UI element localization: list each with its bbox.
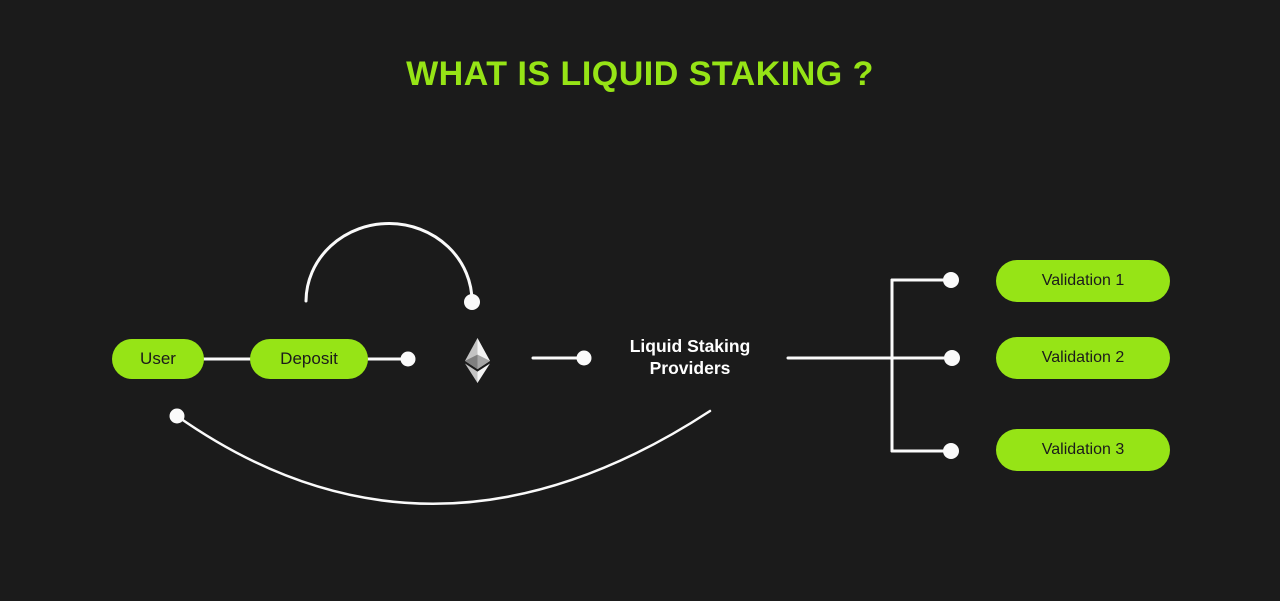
user-return-curve (175, 409, 712, 505)
ethereum-icon (465, 338, 490, 383)
node-validation-1: Validation 1 (996, 260, 1170, 302)
validation-3-dot (943, 443, 959, 459)
node-validation-3: Validation 3 (996, 429, 1170, 471)
arc-endpoint-dot (464, 294, 480, 310)
eth-providers-endpoint-dot (576, 350, 592, 366)
node-user: User (112, 339, 204, 379)
node-validation-2: Validation 2 (996, 337, 1170, 379)
user-return-dot (169, 408, 185, 424)
node-deposit: Deposit (250, 339, 368, 379)
validation-2-dot (944, 350, 960, 366)
deposit-return-arc (304, 222, 474, 304)
validation-1-dot (943, 272, 959, 288)
diagram-title: WHAT IS LIQUID STAKING ? (406, 55, 874, 93)
providers-label: Liquid Staking Providers (629, 336, 751, 378)
deposit-eth-endpoint-dot (400, 351, 416, 367)
